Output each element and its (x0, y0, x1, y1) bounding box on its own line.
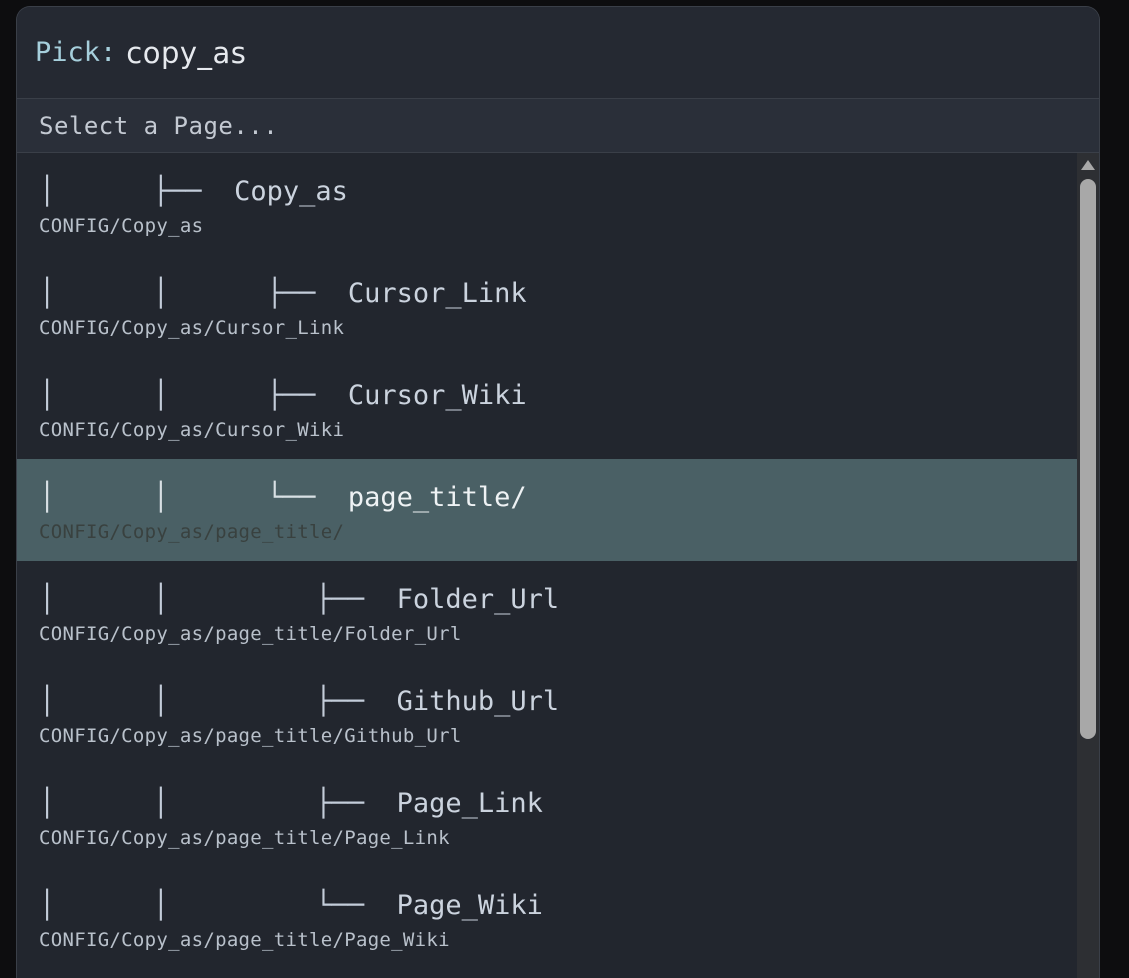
result-row-path: CONFIG/Copy_as (39, 215, 204, 237)
results-scrollbar[interactable] (1077, 153, 1099, 978)
result-row-name: Cursor_Wiki (347, 380, 527, 411)
result-row-main: │ │ ├── Cursor_Wiki (17, 377, 527, 415)
result-row-name: Github_Url (396, 686, 560, 717)
result-row-name: Page_Wiki (396, 890, 543, 921)
result-row-path: CONFIG/Copy_as/Cursor_Link (39, 317, 345, 339)
result-row-main: │ │ └── Page_Wiki (17, 887, 543, 925)
result-row-name: Folder_Url (396, 584, 560, 615)
result-row-main: │ ├── Copy_as (17, 173, 348, 211)
result-row-main: │ │ └── page_title/ (17, 479, 527, 517)
tree-branch-glyphs: │ │ └── (39, 890, 397, 921)
result-row-name: Cursor_Link (347, 278, 527, 309)
result-row-main: │ │ ├── Folder_Url (17, 581, 559, 619)
result-row-path: CONFIG/Copy_as/page_title/Page_Wiki (39, 929, 450, 951)
tree-branch-glyphs: │ │ ├── (39, 278, 348, 309)
result-row-main: │ │ ├── Cursor_Link (17, 275, 527, 313)
result-row-name: Page_Link (396, 788, 543, 819)
tree-branch-glyphs: │ │ ├── (39, 788, 397, 819)
tree-branch-glyphs: │ │ ├── (39, 686, 397, 717)
prompt-row[interactable]: Select a Page... (17, 99, 1099, 153)
tree-branch-glyphs: │ ├── (39, 176, 235, 207)
result-row-name: page_title/ (347, 482, 527, 513)
result-row-main: │ │ ├── Page_Link (17, 785, 543, 823)
result-row[interactable]: │ │ └── page_title/CONFIG/Copy_as/page_t… (17, 459, 1079, 561)
picker-title-value: copy_as (126, 35, 247, 70)
result-row-path: CONFIG/Copy_as/page_title/Folder_Url (39, 623, 462, 645)
triangle-up-icon[interactable] (1081, 160, 1095, 170)
picker-header: Pick: copy_as (17, 7, 1099, 99)
result-row-path: CONFIG/Copy_as/page_title/Page_Link (39, 827, 450, 849)
tree-branch-glyphs: │ │ ├── (39, 584, 397, 615)
picker-window: Pick: copy_as Select a Page... │ ├── Cop… (16, 6, 1100, 978)
picker-title-prefix: Pick: (35, 37, 117, 68)
prompt-input[interactable]: Select a Page... (39, 111, 279, 140)
result-row-main: │ │ ├── Github_Url (17, 683, 559, 721)
result-row-path: CONFIG/Copy_as/page_title/ (39, 521, 345, 543)
result-row-name: Copy_as (234, 176, 348, 207)
tree-branch-glyphs: │ │ ├── (39, 380, 348, 411)
tree-branch-glyphs: │ │ └── (39, 482, 348, 513)
result-row-path: CONFIG/Copy_as/page_title/Github_Url (39, 725, 462, 747)
result-row-path: CONFIG/Copy_as/Cursor_Wiki (39, 419, 345, 441)
scrollbar-thumb[interactable] (1080, 179, 1096, 739)
